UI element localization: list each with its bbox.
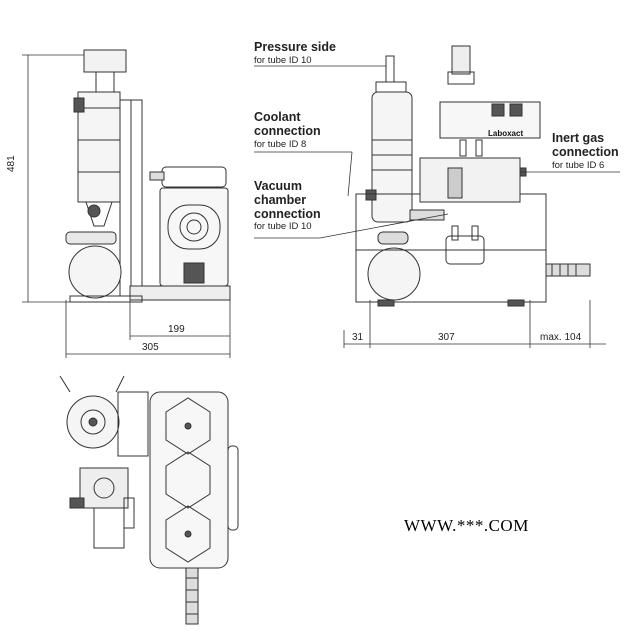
top-view (59, 375, 239, 625)
label-inert-gas: Inert gas connection for tube ID 6 (552, 131, 619, 171)
leader-lines (254, 65, 620, 239)
label-coolant-title1: Coolant (254, 110, 301, 124)
front-view (355, 45, 591, 307)
label-pressure-side-sub: for tube ID 10 (254, 54, 312, 66)
side-dimensions (22, 54, 231, 358)
label-vacuum-title1: Vacuum (254, 179, 302, 193)
watermark: WWW.***.COM (404, 516, 529, 535)
dim-side-inner: 199 (168, 324, 185, 335)
label-pressure-side-title: Pressure side (254, 40, 336, 54)
label-vacuum: Vacuum chamber connection for tube ID 10 (254, 179, 321, 233)
front-dimensions (343, 300, 606, 348)
label-inert-gas-title2: connection (552, 144, 619, 159)
dim-front-left: 31 (352, 332, 364, 343)
dim-front-right: max. 104 (540, 332, 582, 343)
label-coolant: Coolant connection for tube ID 8 (254, 110, 321, 150)
brand-label: Laboxact (488, 129, 524, 138)
label-inert-gas-title1: Inert gas (552, 131, 605, 145)
label-coolant-sub: for tube ID 8 (254, 138, 307, 150)
label-pressure-side: Pressure side for tube ID 10 (254, 40, 336, 66)
label-vacuum-title3: connection (254, 206, 321, 221)
label-vacuum-title2: chamber (254, 192, 307, 207)
side-view (65, 49, 231, 303)
dim-height: 481 (6, 155, 17, 172)
label-coolant-title2: connection (254, 123, 321, 138)
dim-front-main: 307 (438, 332, 455, 343)
label-vacuum-sub: for tube ID 10 (254, 221, 312, 233)
label-inert-gas-sub: for tube ID 6 (552, 159, 605, 171)
dim-side-total: 305 (142, 342, 159, 353)
